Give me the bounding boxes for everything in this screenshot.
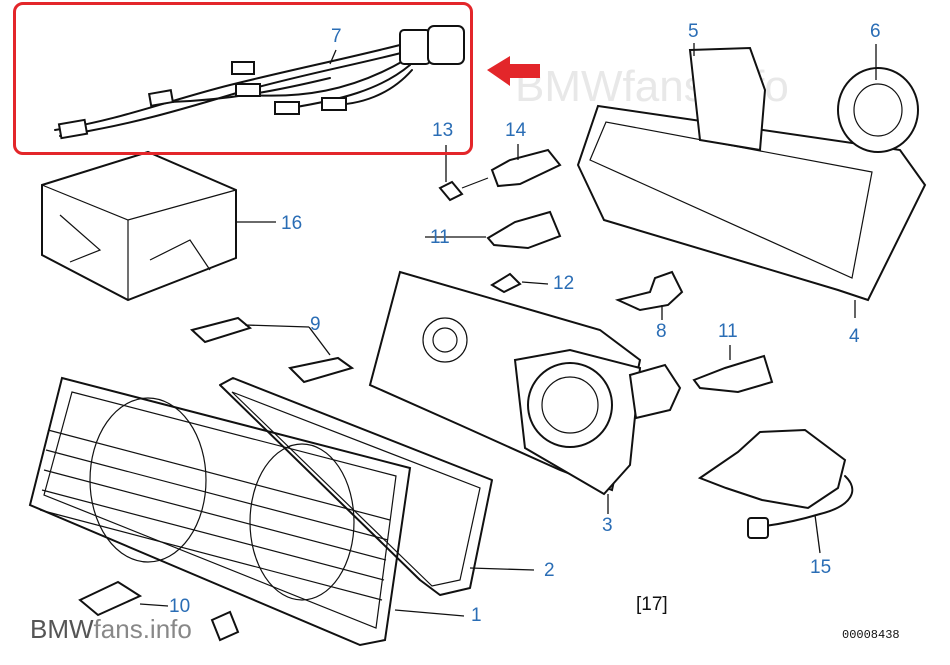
callout-12: 12 bbox=[553, 273, 575, 294]
watermark-bottom: BMWfans.info bbox=[30, 614, 192, 645]
part-4-headlight-bucket bbox=[576, 46, 927, 302]
callout-16: 16 bbox=[281, 213, 303, 234]
callout-1: 1 bbox=[471, 605, 482, 626]
leader-lines bbox=[139, 43, 877, 617]
part-11-bulbs bbox=[486, 210, 774, 394]
watermark-bottom-suffix: fans.info bbox=[93, 614, 192, 644]
callout-9: 9 bbox=[310, 314, 321, 335]
callout-7: 7 bbox=[331, 26, 342, 47]
callout-10: 10 bbox=[169, 596, 191, 617]
callout-2: 2 bbox=[544, 560, 555, 581]
small-parts bbox=[438, 148, 562, 294]
part-3-reflector-housing bbox=[368, 270, 682, 496]
wiring-harness bbox=[54, 25, 465, 140]
watermark-bottom-prefix: BMW bbox=[30, 614, 94, 644]
callout-13: 13 bbox=[432, 120, 454, 141]
callout-14: 14 bbox=[505, 120, 527, 141]
highlight-arrow bbox=[487, 56, 540, 86]
callout-11-upper: 11 bbox=[430, 227, 450, 248]
clips bbox=[78, 316, 355, 642]
reference-number: 00008438 bbox=[842, 628, 900, 642]
part-16-box bbox=[41, 150, 237, 302]
callout-3: 3 bbox=[602, 515, 613, 536]
part-15-motor bbox=[697, 428, 854, 539]
part-2-gasket bbox=[219, 377, 493, 596]
callout-5: 5 bbox=[688, 21, 699, 42]
callout-6: 6 bbox=[870, 21, 881, 42]
part-8-bulb bbox=[614, 270, 684, 312]
callout-15: 15 bbox=[810, 557, 832, 578]
callout-8: 8 bbox=[656, 321, 667, 342]
callout-11-lower: 11 bbox=[718, 321, 738, 342]
part-17-label: [17] bbox=[636, 594, 668, 615]
callout-4: 4 bbox=[849, 326, 860, 347]
harness-highlight-box bbox=[13, 2, 473, 155]
part-1-headlight-lens bbox=[28, 376, 412, 647]
part-17-number: 17 bbox=[641, 594, 663, 615]
